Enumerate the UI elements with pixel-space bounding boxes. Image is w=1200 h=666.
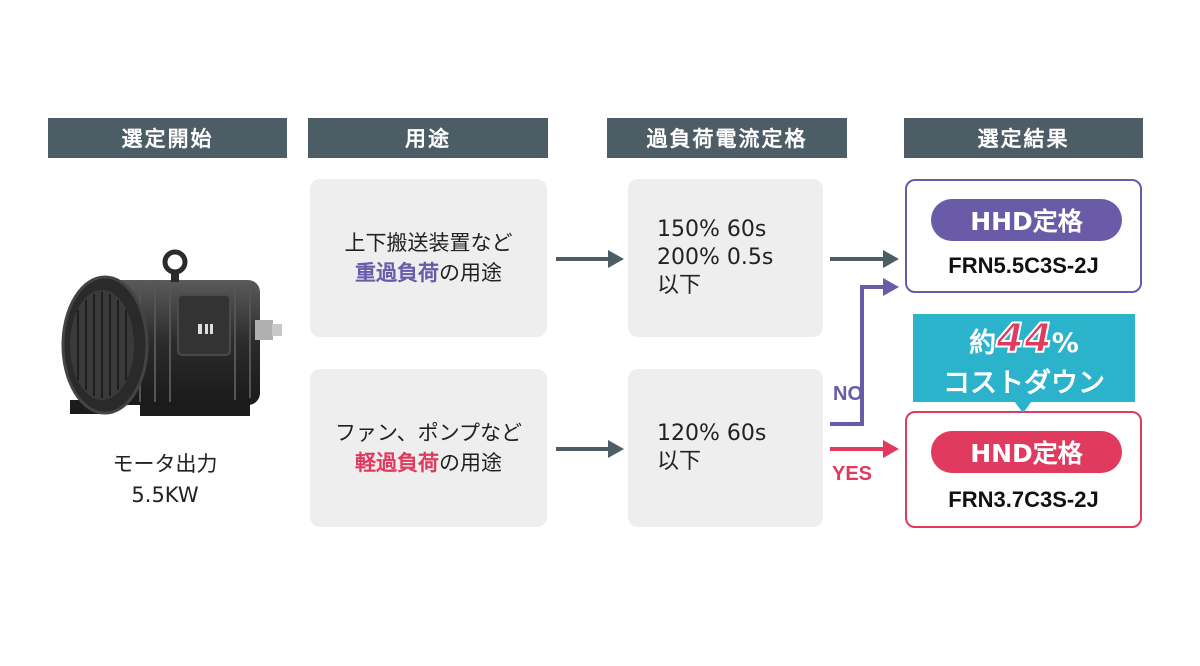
overload-light-line1: 120% 60s [657,421,767,446]
usage-heavy-suffix: の用途 [439,261,502,285]
usage-light-line2: 軽過負荷の用途 [355,448,502,478]
callout-pointer [1014,401,1032,413]
header-start: 選定開始 [48,118,287,158]
result-hhd-box: HHD定格 FRN5.5C3S-2J [905,179,1142,293]
usage-light-line1: ファン、ポンプなど [334,421,523,445]
overload-light-line2: 以下 [657,449,702,474]
header-usage: 用途 [308,118,548,158]
branch-no-label: NO [833,383,863,405]
usage-heavy-line2: 重過負荷の用途 [355,258,502,288]
overload-heavy-line2: 200% 0.5s [657,245,774,270]
header-result: 選定結果 [904,118,1143,158]
overload-light-box: 120% 60s 以下 [628,369,823,527]
usage-heavy-emph: 重過負荷 [355,261,439,285]
header-overload: 過負荷電流定格 [607,118,847,158]
overload-heavy-line3: 以下 [657,273,702,298]
usage-light-box: ファン、ポンプなど 軽過負荷の用途 [310,369,547,527]
overload-heavy-line1: 150% 60s [657,217,767,242]
motor-output-value: 5.5KW [131,483,199,507]
overload-heavy-box: 150% 60s 200% 0.5s 以下 [628,179,823,337]
callout-line2: コストダウン [943,368,1105,399]
usage-heavy-box: 上下搬送装置など 重過負荷の用途 [310,179,547,337]
arrow-to-hhd [830,250,899,268]
arrow-no-branch [830,278,899,426]
callout-prefix: 約 [969,328,997,359]
arrow-yes-branch [830,440,899,458]
usage-heavy-line1: 上下搬送装置など [344,231,513,255]
hnd-rating-pill: HND定格 [931,431,1122,473]
branch-yes-label: YES [832,463,873,485]
hhd-model: FRN5.5C3S-2J [948,253,1099,278]
callout-number: 44 [995,315,1053,363]
hhd-rating-pill: HHD定格 [931,199,1122,241]
motor-output-label: モータ出力 [112,452,218,476]
callout-unit: % [1051,328,1079,359]
result-hnd-box: HND定格 FRN3.7C3S-2J [905,411,1142,528]
arrow-usage-light [556,440,624,458]
cost-down-callout: 約44% コストダウン [913,314,1135,413]
hnd-model: FRN3.7C3S-2J [948,487,1099,512]
callout-line1: 約44% [913,315,1135,363]
usage-light-emph: 軽過負荷 [355,451,439,475]
usage-light-suffix: の用途 [439,451,502,475]
motor-image [50,240,290,440]
arrow-usage-heavy [556,250,624,268]
